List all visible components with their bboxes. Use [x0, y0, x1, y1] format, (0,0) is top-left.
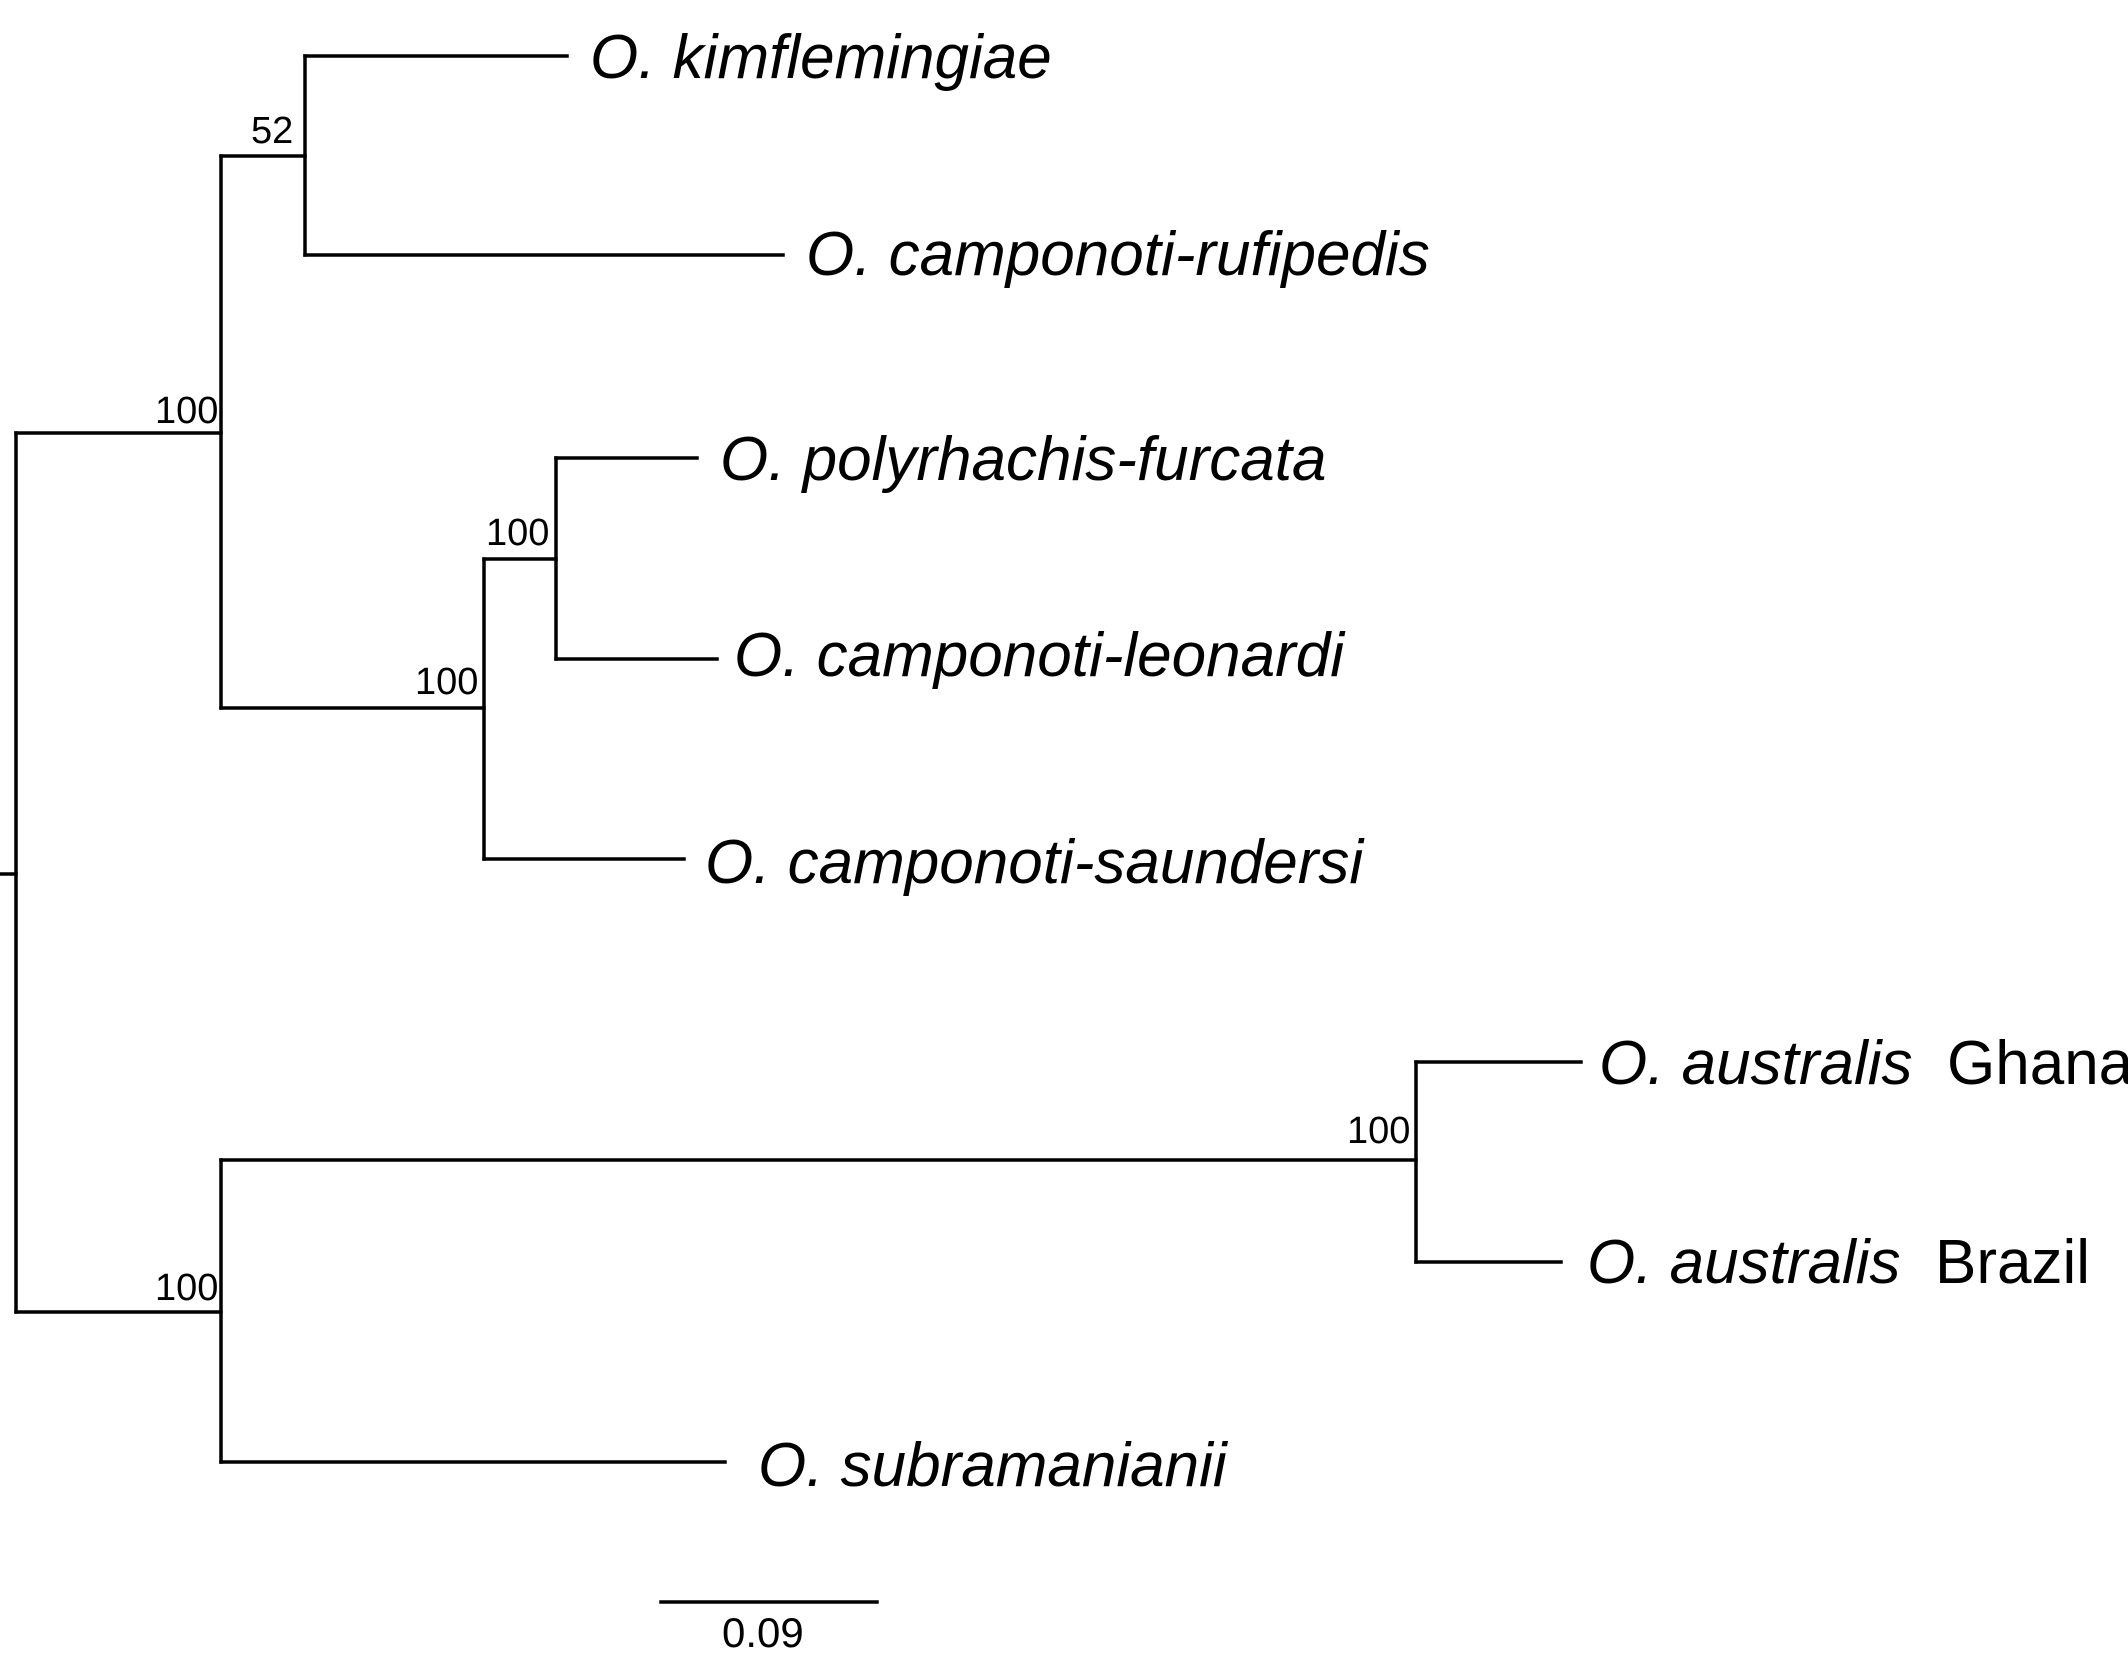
taxon-locality: Ghana — [1930, 1029, 2128, 1098]
taxon-species: O. camponoti-saundersi — [705, 828, 1365, 897]
taxon-locality: Brazil — [1918, 1228, 2090, 1297]
taxon-species: O. kimflemingiae — [590, 23, 1052, 92]
taxon-species: O. australis — [1587, 1228, 1901, 1297]
taxon-label: O. australis Brazil — [1587, 1228, 2090, 1297]
taxon-species: O. camponoti-rufipedis — [806, 220, 1430, 289]
taxon-species: O. subramanianii — [758, 1431, 1229, 1500]
taxon-label: O. kimflemingiae — [590, 23, 1052, 92]
taxon-species: O. camponoti-leonardi — [734, 621, 1346, 690]
taxon-label: O. camponoti-rufipedis — [806, 220, 1430, 289]
support-value: 100 — [486, 512, 549, 554]
support-value: 100 — [155, 390, 218, 432]
taxon-label: O. camponoti-leonardi — [734, 621, 1346, 690]
support-value: 100 — [415, 661, 478, 703]
support-value: 100 — [155, 1267, 218, 1309]
taxon-label: O. australis Ghana — [1599, 1029, 2128, 1098]
taxon-label: O. camponoti-saundersi — [705, 828, 1365, 897]
taxon-label: O. subramanianii — [758, 1431, 1229, 1500]
taxon-species: O. polyrhachis-furcata — [720, 425, 1326, 494]
taxon-label: O. polyrhachis-furcata — [720, 425, 1326, 494]
scale-bar-label: 0.09 — [722, 1609, 804, 1656]
support-value: 52 — [251, 110, 293, 152]
support-value: 100 — [1347, 1110, 1410, 1152]
taxon-species: O. australis — [1599, 1029, 1913, 1098]
